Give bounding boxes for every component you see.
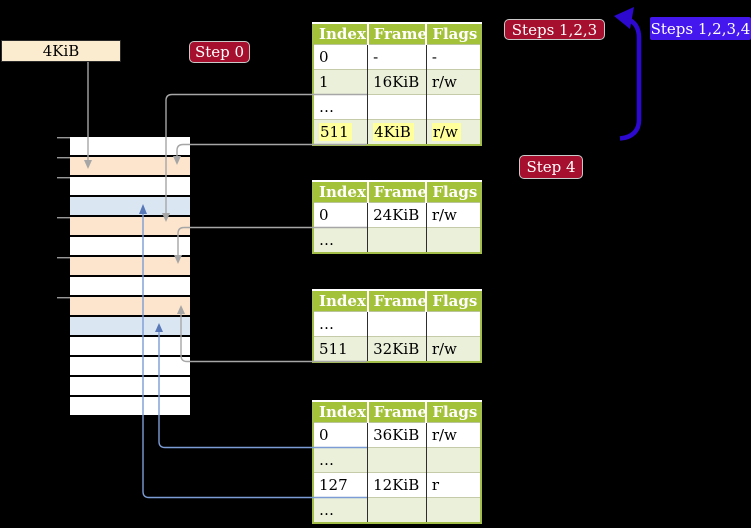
table-row: 0 36KiB r/w xyxy=(313,422,481,448)
step-0-badge: Step 0 xyxy=(189,41,250,63)
table-cell: … xyxy=(319,231,334,249)
table-cell: r/w xyxy=(431,426,457,444)
table-cell-highlighted: r/w xyxy=(431,123,461,141)
table-cell: … xyxy=(319,501,334,519)
table-row-recursive-entry: 511 4KiB r/w xyxy=(313,119,481,145)
arrow-l4entry511-to-frame4kib xyxy=(176,143,367,157)
table-cell: 36KiB xyxy=(373,426,420,444)
table-cell: 0 xyxy=(319,48,329,66)
table-row: … xyxy=(313,447,481,473)
table-row: … xyxy=(313,497,481,523)
table-row: 0 24KiB r/w xyxy=(313,202,481,228)
level-3-page-table: Index Frame Flags 0 24KiB r/w … xyxy=(312,180,482,254)
table-header-cell: Index xyxy=(313,289,368,312)
table-cell: r/w xyxy=(431,206,457,224)
page-size-label: 4KiB xyxy=(1,40,121,62)
memory-frame-row xyxy=(70,197,190,217)
memory-frame-row xyxy=(70,297,190,317)
table-cell: 127 xyxy=(319,476,348,494)
table-cell: 32KiB xyxy=(373,340,420,358)
table-cell-highlighted: 4KiB xyxy=(373,123,414,141)
table-header-cell: Index xyxy=(313,180,368,203)
table-cell: r/w xyxy=(431,73,457,91)
memory-frame-row xyxy=(70,177,190,197)
address-tick-marks xyxy=(57,136,70,299)
table-row: 127 12KiB r xyxy=(313,472,481,498)
table-header-cell: Flags xyxy=(425,180,481,203)
table-header-cell: Frame xyxy=(366,400,427,423)
steps-1234-badge: Steps 1,2,3,4 xyxy=(650,17,751,40)
memory-frame-row xyxy=(70,397,190,417)
table-cell: 511 xyxy=(319,340,348,358)
table-cell: - xyxy=(373,48,379,66)
table-header-cell: Frame xyxy=(366,289,427,312)
table-cell: … xyxy=(319,451,334,469)
step-4-badge: Step 4 xyxy=(519,155,583,179)
table-row: … xyxy=(313,311,481,337)
level-2-page-table: Index Frame Flags … 511 32KiB r/w xyxy=(312,289,482,363)
table-cell: r/w xyxy=(431,340,457,358)
table-header-cell: Frame xyxy=(366,180,427,203)
table-cell-highlighted: 511 xyxy=(319,123,352,141)
table-cell: 12KiB xyxy=(373,476,420,494)
table-row: 0 - - xyxy=(313,44,481,70)
memory-frame-row xyxy=(70,237,190,257)
table-header-cell: Flags xyxy=(425,400,481,423)
table-header-cell: Flags xyxy=(425,22,481,45)
table-header-cell: Flags xyxy=(425,289,481,312)
table-cell: … xyxy=(319,98,334,116)
table-header-cell: Index xyxy=(313,22,368,45)
level-1-page-table: Index Frame Flags 0 36KiB r/w … 127 12Ki… xyxy=(312,400,482,524)
memory-frame-row xyxy=(70,337,190,357)
level-4-page-table: Index Frame Flags 0 - - 1 16KiB r/w … 51… xyxy=(312,22,482,146)
memory-frame-row xyxy=(70,377,190,397)
table-row: 1 16KiB r/w xyxy=(313,69,481,95)
memory-frame-row xyxy=(70,157,190,177)
table-cell: 24KiB xyxy=(373,206,420,224)
recursive-loop-arrow xyxy=(614,7,642,141)
table-cell: 0 xyxy=(319,426,329,444)
table-header-cell: Index xyxy=(313,400,368,423)
physical-memory-column xyxy=(70,137,190,417)
table-cell: 0 xyxy=(319,206,329,224)
table-cell: - xyxy=(431,48,437,66)
memory-frame-row xyxy=(70,137,190,157)
table-cell: 16KiB xyxy=(373,73,420,91)
table-row: 511 32KiB r/w xyxy=(313,336,481,362)
table-cell: 1 xyxy=(319,73,329,91)
table-cell: … xyxy=(319,315,334,333)
memory-frame-row xyxy=(70,317,190,337)
table-row: … xyxy=(313,94,481,120)
memory-frame-row xyxy=(70,217,190,237)
memory-frame-row xyxy=(70,357,190,377)
steps-123-badge: Steps 1,2,3 xyxy=(504,19,605,40)
table-row: … xyxy=(313,227,481,253)
table-header-cell: Frame xyxy=(366,22,427,45)
memory-frame-row xyxy=(70,257,190,277)
table-cell: r xyxy=(431,476,439,494)
memory-frame-row xyxy=(70,277,190,297)
